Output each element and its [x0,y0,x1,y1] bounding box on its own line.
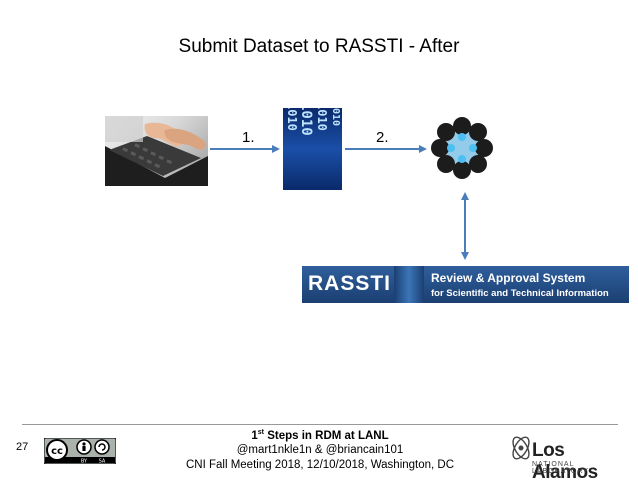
license-sa-label: SA [99,459,106,465]
footer-title-sup: st [257,429,265,436]
svg-text:cc: cc [51,446,63,457]
binary-text: 1010 [330,108,341,127]
binary-text: 1010 [298,108,314,136]
step-2-label: 2. [376,129,389,146]
footer-title: 1st Steps in RDM at LANL [150,429,490,442]
footer-divider [22,424,618,425]
license-by-label: BY [81,459,88,465]
binary-data-image: 1010 1010 1010 1010 [283,108,342,190]
footer-title-rest: Steps in RDM at LANL [264,429,389,442]
page-number: 27 [16,441,29,453]
lab-subtitle: NATIONAL LABORATORY [532,461,590,475]
los-alamos-logo: Los Alamos NATIONAL LABORATORY [510,432,625,483]
lab-logo-icon [512,436,530,460]
rassti-title: Review & Approval System [431,271,586,285]
binary-text: 1010 [315,108,329,131]
rassti-banner: RASSTI Review & Approval System for Scie… [302,266,629,303]
banner-separator [394,266,424,303]
binary-text: 1010 [285,108,299,131]
typing-on-laptop-photo [105,116,208,186]
footer-authors: @mart1nkle1n & @briancain101 [236,444,404,456]
footer-event: CNI Fall Meeting 2018, 12/10/2018, Washi… [185,459,455,471]
rassti-logo-text: RASSTI [308,272,392,295]
cc-by-sa-badge: cc BY SA [44,438,116,464]
footer-title-num: 1 [251,429,258,442]
slide-title: Submit Dataset to RASSTI - After [178,36,460,57]
rassti-subtitle: for Scientific and Technical Information [431,288,609,299]
lab-name: Los Alamos [532,440,598,483]
step-1-label: 1. [242,129,255,146]
connected-dots-logo [431,117,493,179]
